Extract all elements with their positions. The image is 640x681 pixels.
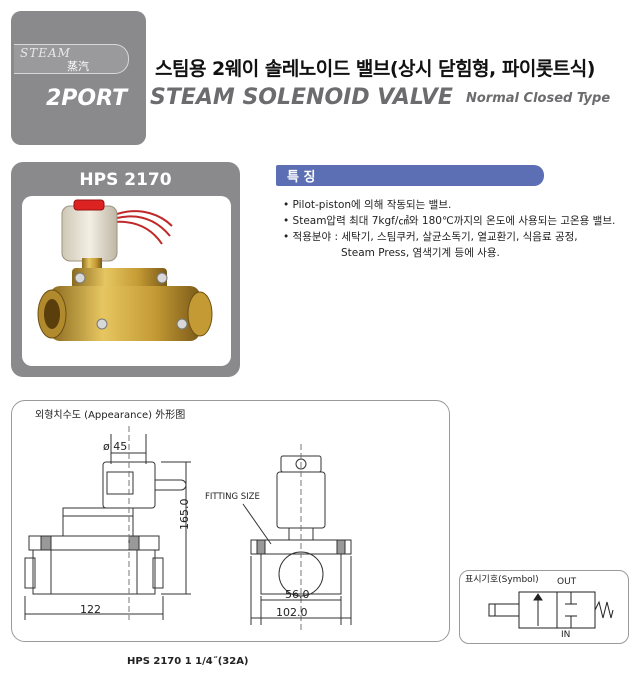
- fitting-size-label: FITTING SIZE: [205, 492, 260, 502]
- valve-illustration: [37, 199, 213, 341]
- symbol-panel: [459, 570, 629, 644]
- dim-height: 165.0: [178, 498, 191, 531]
- symbol-title: 표시기호(Symbol): [465, 575, 539, 585]
- features-heading: 특 징: [287, 170, 316, 185]
- dimension-drawing: [24, 426, 352, 630]
- dim-length: 122: [80, 603, 101, 616]
- features-header-bar: [276, 165, 544, 186]
- page-title-korean: 스팀용 2웨이 솔레노이드 밸브(상시 닫힘형, 파이롯트식): [155, 58, 595, 80]
- symbol-in-label: IN: [561, 630, 571, 640]
- feature-item: • Pilot-piston에 의해 작동되는 밸브.: [283, 199, 452, 211]
- dim-width-inner: 56.0: [285, 588, 310, 601]
- features-list: • Pilot-piston에 의해 작동되는 밸브. • Steam압력 최대…: [283, 197, 633, 261]
- product-photo-frame: [22, 196, 231, 366]
- model-size-caption: HPS 2170 1 1/4˝(32A): [127, 656, 249, 667]
- valve-symbol-icon: [488, 591, 614, 629]
- header-badge-panel: [11, 11, 146, 145]
- page-subtitle-type: Normal Closed Type: [466, 91, 611, 106]
- steam-badge-cn: 蒸汽: [67, 60, 89, 73]
- feature-item: • 적용분야 : 세탁기, 스팀쿠커, 살균소독기, 열교환기, 식음료 공정,: [283, 231, 578, 243]
- steam-badge-word: STEAM: [20, 46, 71, 60]
- symbol-out-label: OUT: [557, 577, 577, 587]
- port-label: 2PORT: [46, 86, 128, 111]
- dim-width-outer: 102.0: [276, 606, 308, 619]
- appearance-title: 외형치수도 (Appearance) 外形图: [35, 410, 186, 421]
- dim-diameter: ø 45: [103, 440, 128, 453]
- steam-tab: [14, 44, 129, 74]
- appearance-panel: [11, 400, 450, 642]
- page-title-english: STEAM SOLENOID VALVE: [150, 85, 453, 110]
- product-model-label: HPS 2170: [79, 170, 172, 190]
- feature-item: • Steam압력 최대 7kgf/㎠와 180℃까지의 온도에 사용되는 고온…: [283, 215, 616, 227]
- feature-item: Steam Press, 염색기계 등에 사용.: [341, 247, 500, 259]
